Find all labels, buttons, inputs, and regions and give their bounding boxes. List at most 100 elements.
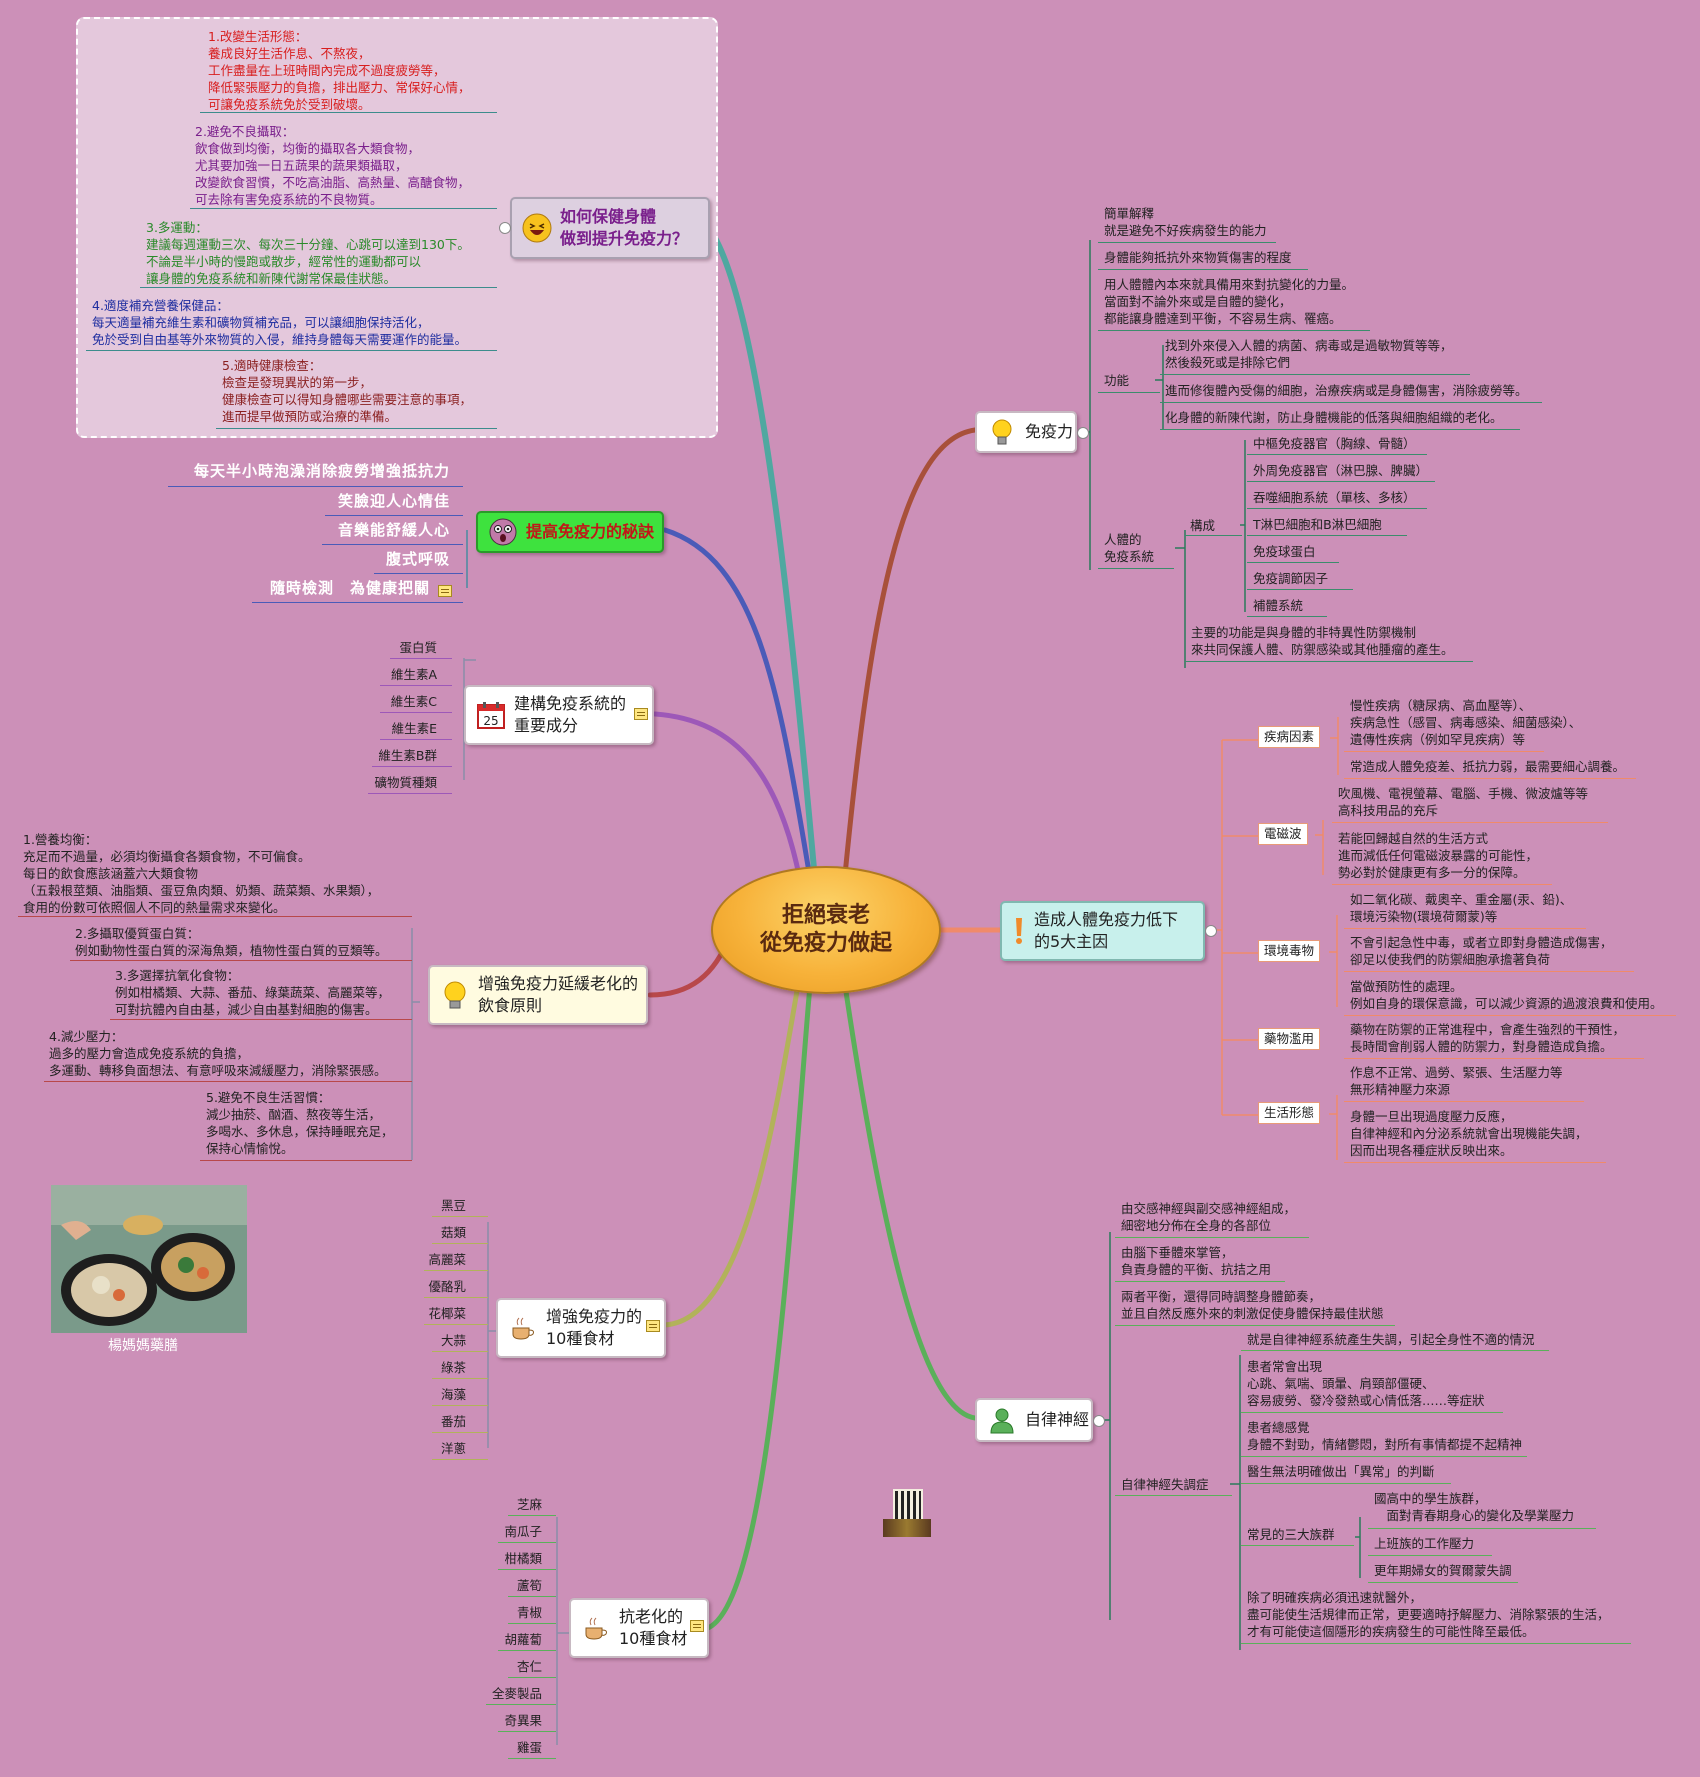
cause-emwave-item-2-underline — [1332, 884, 1552, 885]
cause-label-emwave[interactable]: 電磁波 — [1258, 823, 1308, 845]
disorder-item-2-underline — [1241, 1412, 1503, 1413]
secret-item-5-underline — [252, 602, 463, 603]
food-item-4: 優酪乳 — [428, 1279, 466, 1294]
nerve-final-underline — [1241, 1643, 1631, 1644]
diet-item-5-underline — [200, 1160, 412, 1161]
cause-emwave-item-2: 若能回歸越自然的生活方式 進而減低任何電磁波暴露的可能性， 勢必對於健康更有多一… — [1338, 831, 1539, 880]
antiaging-topic-node[interactable]: 抗老化的 10種食材 — [569, 1598, 709, 1658]
nerve-final: 除了明確疾病必須迅速就醫外， 盡可能使生活規律而正常，更要適時抒解壓力、消除緊張… — [1247, 1590, 1610, 1639]
note-icon[interactable] — [438, 585, 452, 597]
cause-emwave-item-1-underline — [1332, 822, 1608, 823]
composition-item-2-underline — [1247, 481, 1435, 482]
diet-topic-title: 增強免疫力延緩老化的 飲食原則 — [478, 974, 639, 1015]
immunity-item-1: 簡單解釋 就是避免不好疾病發生的能力 — [1104, 206, 1267, 238]
collapse-toggle[interactable] — [1205, 925, 1217, 937]
food-item-7-underline — [432, 1378, 488, 1379]
disorder-item-3: 患者總感覺 身體不對勁，情緒鬱悶，對所有事情都提不起精神 — [1247, 1420, 1523, 1452]
food-item-4-underline — [424, 1297, 488, 1298]
central-topic[interactable]: 拒絕衰老 從免疫力做起 — [711, 866, 941, 994]
diet-item-3-underline — [110, 1019, 412, 1020]
antiaging-item-6-underline — [498, 1650, 556, 1651]
qr-code-icon — [893, 1489, 923, 1521]
immunity-function-2-underline — [1160, 402, 1542, 403]
secret-item-1: 每天半小時泡澡消除疲勞增強抵抗力 — [193, 462, 450, 480]
diet-item-2: 2.多攝取優質蛋白質： 例如動物性蛋白質的深海魚類，植物性蛋白質的豆類等。 — [75, 926, 388, 958]
food-item-6: 大蒜 — [440, 1333, 466, 1348]
health-topic-title: 如何保健身體 做到提升免疫力？ — [560, 207, 689, 248]
cause-label-toxins[interactable]: 環境毒物 — [1258, 940, 1321, 962]
foods-topic-node[interactable]: 增強免疫力的 10種食材 — [496, 1298, 666, 1358]
disorder-item-3-underline — [1241, 1456, 1527, 1457]
diet-item-1-underline — [18, 916, 412, 917]
food-item-3-underline — [424, 1270, 488, 1271]
immunity-function-label: 功能 — [1104, 373, 1130, 388]
composition-item-2: 外周免疫器官（淋巴腺、脾臟） — [1253, 463, 1429, 478]
cause-label-disease[interactable]: 疾病因素 — [1258, 726, 1321, 748]
antiaging-item-4-underline — [508, 1596, 556, 1597]
components-topic-node[interactable]: 25 建構免疫系統的 重要成分 — [464, 685, 654, 745]
cause-emwave-item-1: 吹風機、電視螢幕、電腦、手機、微波爐等等 高科技用品的充斥 — [1338, 786, 1589, 818]
immunity-function-3: 化身體的新陳代謝，防止身體機能的低落與細胞組織的老化。 — [1165, 410, 1503, 425]
composition-item-6-underline — [1247, 589, 1353, 590]
composition-item-5-underline — [1247, 562, 1339, 563]
collapse-toggle[interactable] — [499, 222, 511, 234]
immune-system-underline — [1098, 568, 1174, 569]
food-item-10: 洋蔥 — [440, 1441, 466, 1456]
health-item-2: 2.避免不良攝取： 飲食做到均衡，均衡的攝取各大類食物， 尤其要加強一日五蔬果的… — [195, 124, 471, 207]
component-item-6-underline — [368, 793, 452, 794]
food-item-9-underline — [432, 1432, 488, 1433]
photo-caption: 楊媽媽藥膳 — [108, 1338, 178, 1354]
diet-item-3: 3.多選擇抗氧化食物： 例如柑橘類、大蒜、番茄、綠葉蔬菜、高麗菜等， 可對抗體內… — [115, 968, 391, 1017]
immunity-topic-title: 免疫力 — [1025, 422, 1074, 441]
note-icon[interactable] — [690, 1620, 704, 1632]
disorder-item-4-underline — [1241, 1483, 1451, 1484]
health-item-4: 4.適度補充營養保健品： 每天適量補充維生素和礦物質補充品，可以讓細胞保持活化，… — [92, 298, 468, 347]
composition-item-1: 中樞免疫器官（胸線、骨髓） — [1253, 436, 1416, 451]
immunity-topic-node[interactable]: 免疫力 — [975, 411, 1077, 453]
health-topic-node[interactable]: 如何保健身體 做到提升免疫力？ — [510, 197, 710, 259]
collapse-toggle[interactable] — [1077, 427, 1089, 439]
lightbulb-icon — [987, 417, 1017, 447]
diet-topic-node[interactable]: 增強免疫力延緩老化的 飲食原則 — [428, 965, 648, 1025]
calendar-icon: 25 — [476, 700, 506, 730]
nerve-group-2: 上班族的工作壓力 — [1374, 1536, 1475, 1551]
secret-topic-node[interactable]: 提高免疫力的秘訣 — [476, 511, 664, 553]
surprised-face-icon — [488, 517, 518, 547]
immune-system-note: 主要的功能是與身體的非特異性防禦機制 來共同保護人體、防禦感染或其他腫瘤的產生。 — [1191, 625, 1454, 657]
food-item-6-underline — [432, 1351, 488, 1352]
food-item-5: 花椰菜 — [428, 1306, 466, 1321]
component-item-1: 蛋白質 — [399, 640, 437, 655]
food-item-8-underline — [432, 1405, 488, 1406]
food-item-8: 海藻 — [440, 1387, 466, 1402]
nerve-group-1-underline — [1368, 1528, 1596, 1529]
causes-topic-title: 造成人體免疫力低下 的5大主因 — [1034, 910, 1179, 951]
food-item-1-underline — [432, 1216, 488, 1217]
food-item-2-underline — [432, 1243, 488, 1244]
antiaging-item-8: 全麥製品 — [491, 1686, 542, 1701]
note-icon[interactable] — [646, 1320, 660, 1332]
immunity-function-underline — [1098, 392, 1160, 393]
cause-label-lifestyle[interactable]: 生活形態 — [1258, 1102, 1321, 1124]
nerve-item-2: 由腦下垂體來掌管， 負責身體的平衡、抗拮之用 — [1121, 1245, 1272, 1277]
antiaging-item-5: 青椒 — [516, 1605, 542, 1620]
collapse-toggle[interactable] — [1093, 1415, 1105, 1427]
immunity-item-3-underline — [1098, 330, 1370, 331]
diet-item-1: 1.營養均衡： 充足而不過量，必須均衡攝食各類食物，不可偏食。 每日的飲食應該涵… — [23, 832, 380, 915]
note-icon[interactable] — [634, 708, 648, 720]
antiaging-item-1: 芝麻 — [516, 1497, 542, 1512]
immunity-item-3: 用人體體內本來就具備用來對抗變化的力量。 當面對不論外來或是自體的變化， 都能讓… — [1104, 277, 1355, 326]
health-item-5-underline — [216, 428, 497, 429]
diet-item-5: 5.避免不良生活習慣： 減少抽菸、酗酒、熬夜等生活， 多喝水、多休息，保持睡眠充… — [206, 1090, 394, 1156]
component-item-6: 礦物質種類 — [374, 775, 437, 790]
nerve-topic-node[interactable]: 自律神經 — [975, 1398, 1093, 1442]
causes-topic-node[interactable]: 造成人體免疫力低下 的5大主因 — [1000, 901, 1205, 961]
antiaging-item-8-underline — [486, 1704, 556, 1705]
component-item-5: 維生素B群 — [378, 748, 437, 763]
nerve-groups-label: 常見的三大族群 — [1247, 1527, 1335, 1542]
coffee-cup-icon — [508, 1313, 538, 1343]
cause-label-drug-abuse[interactable]: 藥物濫用 — [1258, 1028, 1321, 1050]
immunity-item-2-underline — [1098, 269, 1308, 270]
laughing-face-icon — [522, 213, 552, 243]
secret-item-2: 笑臉迎人心情佳 — [337, 492, 450, 510]
immune-system-note-underline — [1185, 661, 1473, 662]
